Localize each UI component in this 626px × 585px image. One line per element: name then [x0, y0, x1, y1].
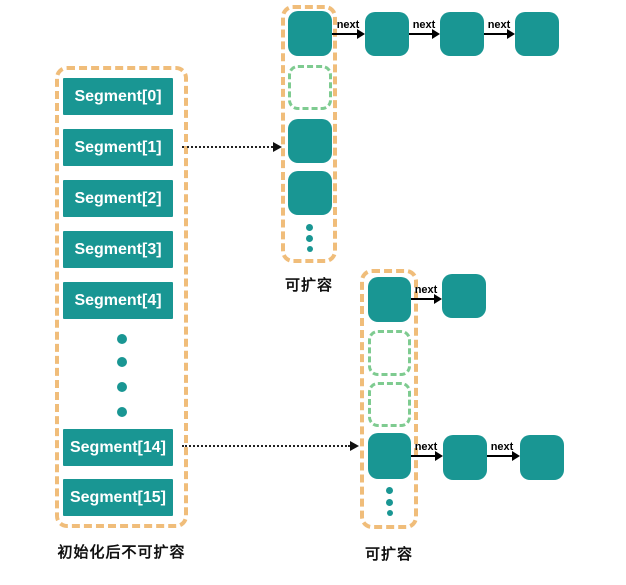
next-arrow [411, 451, 443, 461]
hash-entry-node [515, 12, 559, 56]
expandable-caption-top: 可扩容 [284, 277, 333, 294]
segment-box-1: Segment[1] [63, 129, 173, 166]
empty-slot-node [368, 382, 411, 427]
hash-entry-node [365, 12, 409, 56]
bucket-table-bottom-container [360, 269, 418, 529]
next-label: next [414, 441, 438, 453]
next-label: next [490, 441, 514, 453]
next-label: next [414, 284, 438, 296]
bucket-table-top-container [281, 5, 337, 263]
ellipsis-dot [307, 246, 313, 252]
next-arrow [332, 29, 365, 39]
ellipsis-dot [386, 499, 393, 506]
ellipsis-dot [306, 224, 313, 231]
pointer-arrow-segment14 [182, 441, 359, 451]
segment-box-0: Segment[0] [63, 78, 173, 115]
next-label: next [487, 19, 511, 31]
empty-slot-node [368, 330, 411, 376]
empty-slot-node [288, 65, 332, 110]
next-arrow [411, 294, 442, 304]
segment-box-4: Segment[4] [63, 282, 173, 319]
ellipsis-dot [117, 357, 127, 367]
ellipsis-dot [117, 382, 127, 392]
segment-box-3: Segment[3] [63, 231, 173, 268]
segment-box-15: Segment[15] [63, 479, 173, 516]
hash-entry-node [443, 435, 487, 480]
pointer-arrow-segment1 [182, 142, 282, 152]
expandable-caption-bottom: 可扩容 [364, 546, 413, 563]
ellipsis-dot [117, 407, 127, 417]
hash-entry-node [442, 274, 486, 318]
segment-array-container [55, 66, 188, 528]
hash-entry-node [368, 433, 411, 479]
ellipsis-dot [387, 510, 393, 516]
next-arrow [484, 29, 515, 39]
ellipsis-dot [386, 487, 393, 494]
hash-entry-node [440, 12, 484, 56]
segment-box-2: Segment[2] [63, 180, 173, 217]
ellipsis-dot [117, 334, 127, 344]
hash-entry-node [288, 11, 332, 56]
next-label: next [412, 19, 436, 31]
ellipsis-dot [306, 235, 313, 242]
segment-array-caption: 初始化后不可扩容 [57, 544, 186, 561]
next-arrow [409, 29, 440, 39]
hash-entry-node [368, 277, 411, 322]
segment-box-14: Segment[14] [63, 429, 173, 466]
hash-entry-node [520, 435, 564, 480]
hash-entry-node [288, 119, 332, 163]
next-arrow [487, 451, 520, 461]
next-label: next [336, 19, 360, 31]
hash-entry-node [288, 171, 332, 215]
